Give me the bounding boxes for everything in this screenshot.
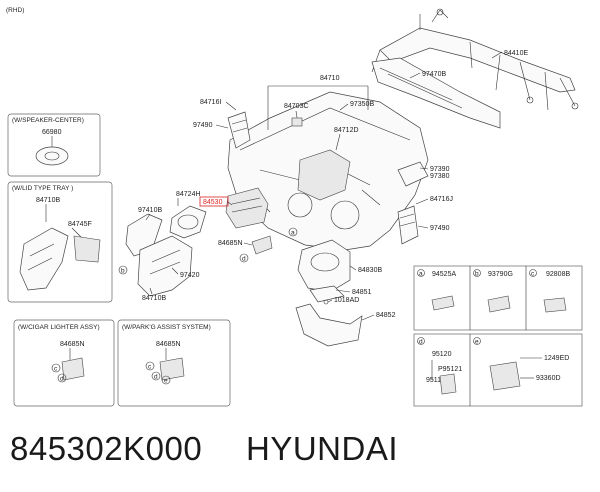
inset-lid-type-tray: (W/LID TYPE TRAY ) 84710B 84745F [7,181,113,303]
svg-text:c: c [531,271,535,278]
svg-text:e: e [164,378,168,385]
svg-text:a: a [419,271,423,278]
label-94525A: 94525A [432,271,456,278]
svg-text:b: b [475,271,479,278]
label-97490-left: 97490 [193,122,213,129]
label-P95121: P95121 [438,366,462,373]
label-95120: 95120 [432,351,452,358]
label-93790G: 93790G [488,271,513,278]
label-84852: 84852 [376,312,396,319]
svg-text:a: a [291,230,295,237]
side-vent-right [397,205,419,245]
lower-crash-pad [295,299,363,347]
rhd-note: (RHD) [6,7,24,14]
label-84685N-park: 84685N [156,341,181,348]
label-66980: 66980 [42,129,62,136]
part-number-text: 845302K000 [10,430,203,467]
svg-text:b: b [121,268,125,275]
label-93360D: 93360D [536,375,561,382]
label-1018AD: 1018AD [334,297,359,304]
label-84710: 84710 [320,75,340,82]
label-84830B: 84830B [358,267,382,274]
side-vent-left [227,111,251,149]
inset-cigar-lighter: (W/CIGAR LIGHTER ASSY) 84685N c d [13,319,115,407]
svg-text:(W/PARK'G ASSIST SYSTEM): (W/PARK'G ASSIST SYSTEM) [122,324,211,331]
svg-text:(W/SPEAKER-CENTER): (W/SPEAKER-CENTER) [12,117,84,124]
svg-text:d: d [242,256,246,263]
label-97470B: 97470B [422,71,446,78]
callout-a: a [288,227,298,237]
label-84745F: 84745F [68,221,92,228]
svg-text:c: c [54,366,58,373]
inset-speaker-center: (W/SPEAKER-CENTER) 66980 [7,113,101,177]
parts-table: a 94525A b 93790G c 92808B d 95120 P9512… [413,265,583,407]
label-97390: 97390 [430,166,450,173]
label-84716J: 84716J [430,196,453,203]
switch-panel [251,235,273,255]
callout-d: d [239,253,249,263]
label-97350B: 97350B [350,101,374,108]
label-84724H: 84724H [176,191,201,198]
label-84685N-main: 84685N [218,240,243,247]
footer-caption: 845302K000 HYUNDAI [10,430,590,480]
airbag-bezel-ring [169,205,207,239]
svg-text:(W/LID TYPE TRAY ): (W/LID TYPE TRAY ) [12,185,73,192]
label-84703C: 84703C [284,103,309,110]
passenger-airbag-module [225,187,269,229]
label-84712D: 84712D [334,127,359,134]
lower-panel-left [125,213,193,297]
label-95110: 95110 [426,377,445,384]
svg-text:c: c [148,364,152,371]
svg-text:e: e [475,339,479,346]
label-1249ED: 1249ED [544,355,569,362]
inset-parking-assist: (W/PARK'G ASSIST SYSTEM) 84685N c d e [117,319,231,407]
highlight-box-84530 [199,196,229,207]
label-97380: 97380 [430,173,450,180]
defroster-duct [371,57,501,129]
brand-text: HYUNDAI [246,430,399,467]
label-84716I: 84716I [200,99,221,106]
center-facia [297,239,351,303]
label-92808B: 92808B [546,271,570,278]
label-97490-right: 97490 [430,225,450,232]
label-97420: 97420 [180,272,200,279]
label-84851: 84851 [352,289,372,296]
label-84685N-cigar: 84685N [60,341,85,348]
crash-pad-main [227,91,429,251]
label-84410E: 84410E [504,50,528,57]
label-97410B: 97410B [138,207,162,214]
svg-text:d: d [60,376,64,383]
svg-text:(W/CIGAR LIGHTER ASSY): (W/CIGAR LIGHTER ASSY) [18,324,100,331]
svg-text:d: d [419,339,423,346]
callout-b: b [118,265,128,275]
svg-text:d: d [154,374,158,381]
label-84530: 84530 [203,199,223,206]
label-84710B-main: 84710B [142,295,166,302]
label-84710B-inset: 84710B [36,197,60,204]
